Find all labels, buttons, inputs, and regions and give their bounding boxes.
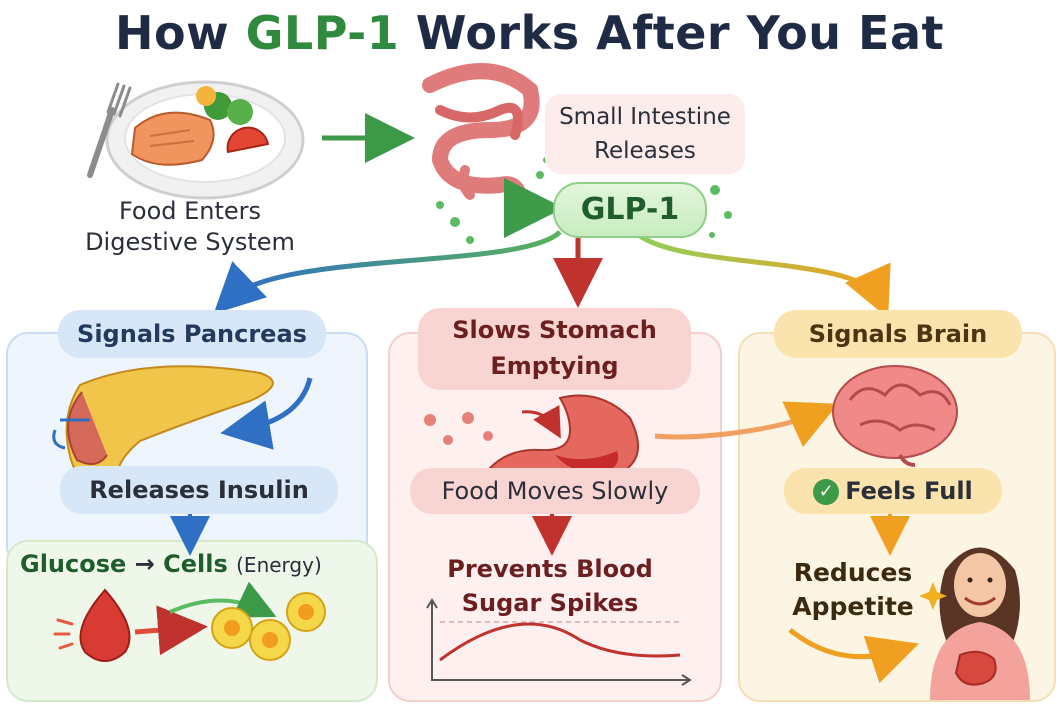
blood-sugar-chart <box>426 598 692 686</box>
slows-stomach-heading: Slows Stomach Emptying <box>418 308 691 390</box>
page-title: How GLP-1 Works After You Eat <box>115 6 944 60</box>
blood-drop-icon <box>53 588 131 662</box>
releases-insulin-label: Releases Insulin <box>60 466 338 514</box>
intestine-icon <box>422 63 540 213</box>
food-label: Food Enters Digestive System <box>85 197 295 256</box>
signals-pancreas-heading: Signals Pancreas <box>58 310 326 358</box>
title-accent: GLP-1 <box>245 6 400 60</box>
food-moves-slowly-label: Food Moves Slowly <box>410 468 700 514</box>
glucose-cells-label: Glucose → Cells (Energy) <box>20 550 322 578</box>
food-plate-icon <box>105 80 305 200</box>
prevents-spikes-label: Prevents Blood Sugar Spikes <box>447 555 653 617</box>
pancreas-icon <box>52 365 274 489</box>
arrow-to-brain <box>638 233 891 319</box>
arrow-to-pancreas <box>213 230 562 314</box>
stomach-to-brain-arrow <box>654 401 839 448</box>
check-icon: ✓ <box>813 479 840 505</box>
cells-icon <box>211 592 326 661</box>
glucose-to-cells-arrow <box>134 605 208 656</box>
reduces-appetite-label: Reduces Appetite <box>792 558 914 621</box>
brain-icon <box>832 365 958 467</box>
signals-brain-heading: Signals Brain <box>774 310 1022 358</box>
glp1-badge: GLP-1 <box>553 182 707 238</box>
energy-arrow <box>169 581 277 618</box>
woman-icon <box>930 547 1030 700</box>
food-particles <box>424 412 493 445</box>
food-into-stomach-arrow <box>521 404 561 439</box>
appetite-arrow <box>788 628 919 684</box>
sparkle-icon <box>919 582 947 610</box>
feels-full-label: ✓Feels Full <box>784 468 1002 514</box>
intestine-label: Small Intestine Releases <box>545 94 745 174</box>
insulin-arrow <box>220 377 313 450</box>
fork-icon <box>87 82 132 178</box>
